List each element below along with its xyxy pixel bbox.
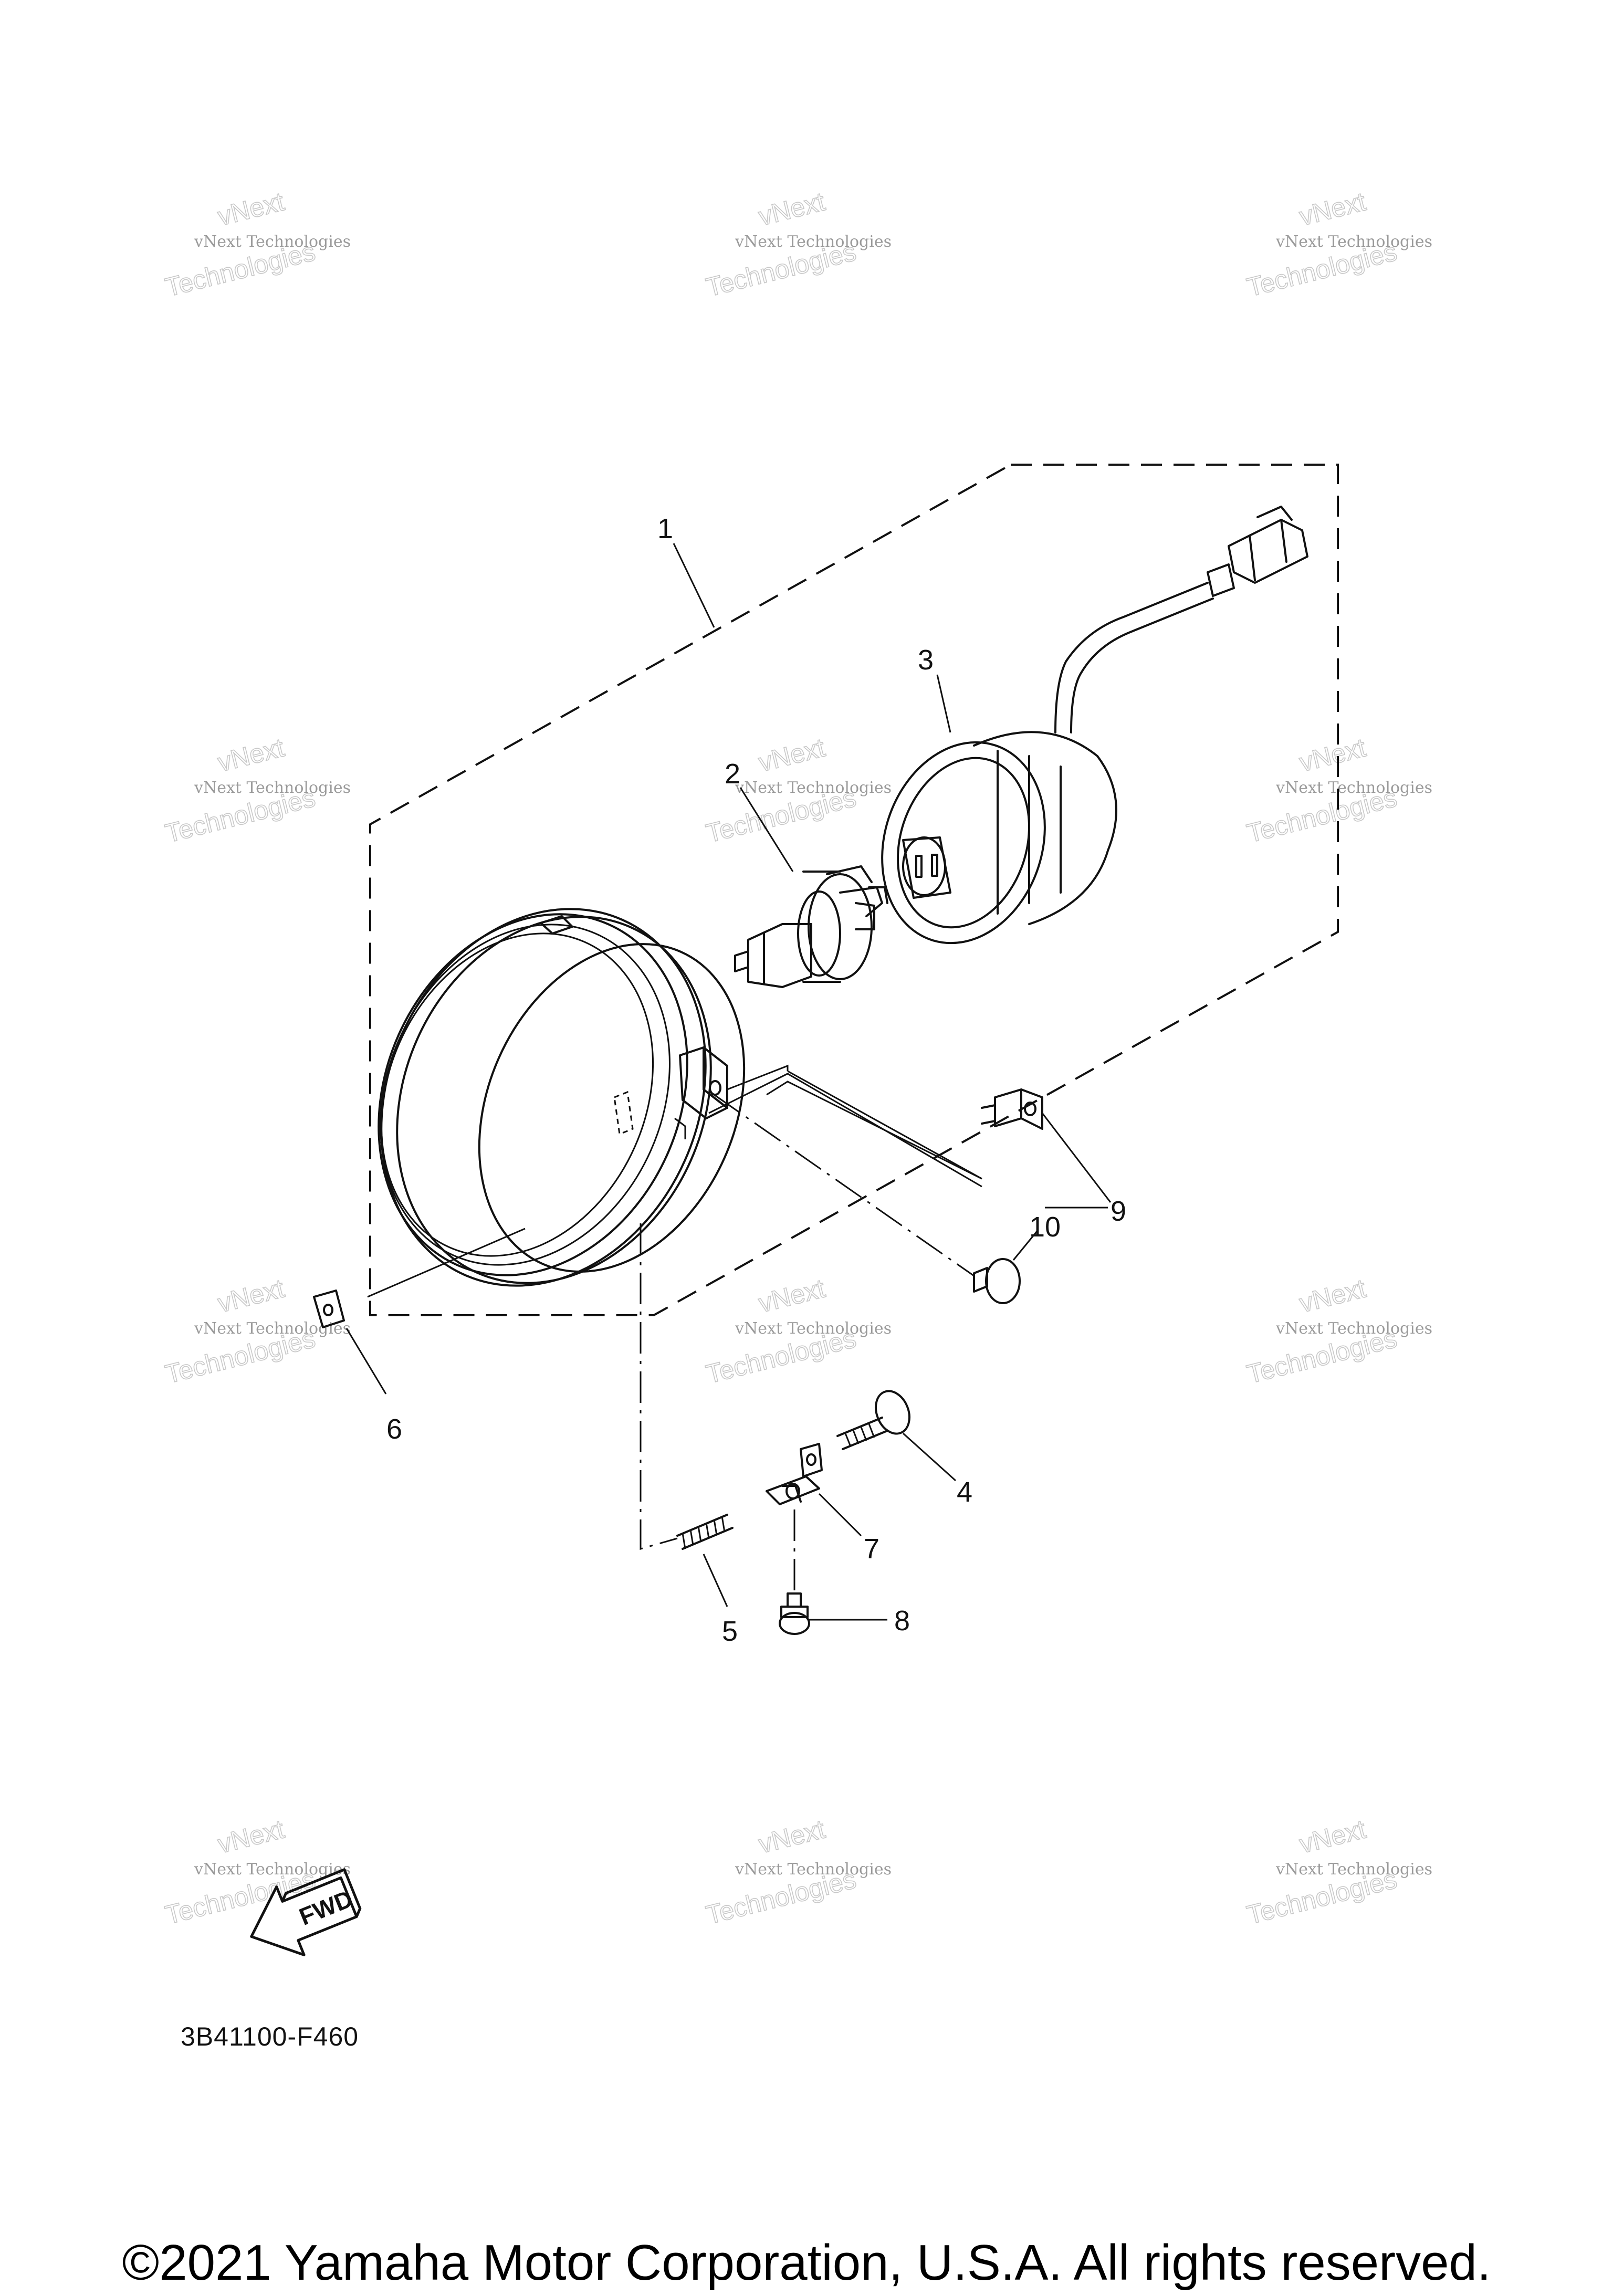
- part-label-4: 4: [957, 1476, 972, 1508]
- svg-text:vNext Technologies: vNext Technologies: [735, 779, 892, 797]
- watermark: vNext Technologies vNext Technologies: [162, 732, 351, 849]
- leader-lines: [345, 543, 1112, 1621]
- svg-text:vNext: vNext: [1296, 1814, 1369, 1859]
- svg-text:vNext: vNext: [756, 732, 828, 777]
- svg-text:vNext Technologies: vNext Technologies: [735, 1319, 892, 1338]
- svg-text:vNext: vNext: [215, 1273, 287, 1318]
- part-label-7: 7: [864, 1533, 879, 1565]
- svg-text:vNext Technologies: vNext Technologies: [1275, 1860, 1432, 1879]
- part-label-3: 3: [918, 644, 934, 676]
- bolt-8: [779, 1592, 810, 1635]
- watermark: vNext Technologies vNext Technologies: [703, 732, 892, 849]
- part-labels: 1 2 3 4 5 6 7 8 9 10: [386, 513, 1126, 1647]
- fwd-arrow-icon: FWD: [250, 1868, 362, 1956]
- svg-text:vNext Technologies: vNext Technologies: [194, 779, 351, 797]
- svg-text:vNext Technologies: vNext Technologies: [194, 1860, 351, 1879]
- watermark-grid: vNext Technologies vNext Technologies vN…: [162, 186, 1432, 1931]
- part-label-9: 9: [1111, 1196, 1126, 1227]
- watermark: vNext Technologies vNext Technologies: [1243, 186, 1432, 303]
- bracket-9: [981, 1088, 1043, 1130]
- svg-text:vNext Technologies: vNext Technologies: [1275, 779, 1432, 797]
- svg-text:vNext: vNext: [1296, 1273, 1369, 1318]
- watermark: vNext Technologies vNext Technologies: [703, 186, 892, 303]
- svg-text:vNext Technologies: vNext Technologies: [1275, 233, 1432, 251]
- svg-text:vNext: vNext: [1296, 732, 1369, 777]
- svg-text:vNext Technologies: vNext Technologies: [1275, 1319, 1432, 1338]
- screw-10: [973, 1258, 1021, 1304]
- bulb: [734, 865, 888, 988]
- part-label-1: 1: [657, 513, 673, 544]
- svg-text:vNext: vNext: [756, 186, 828, 231]
- svg-text:vNext Technologies: vNext Technologies: [194, 233, 351, 251]
- part-label-5: 5: [722, 1616, 738, 1647]
- adjuster-bracket-7: [766, 1443, 823, 1505]
- svg-text:vNext Technologies: vNext Technologies: [194, 1319, 351, 1338]
- svg-text:vNext: vNext: [1296, 186, 1369, 231]
- svg-text:vNext: vNext: [215, 732, 287, 777]
- socket-harness: [881, 506, 1308, 945]
- svg-text:vNext: vNext: [215, 1814, 287, 1859]
- svg-text:vNext: vNext: [756, 1273, 828, 1318]
- watermark: vNext Technologies vNext Technologies: [703, 1273, 892, 1390]
- part-label-6: 6: [386, 1413, 402, 1445]
- svg-text:vNext: vNext: [756, 1814, 828, 1859]
- part-label-8: 8: [894, 1605, 910, 1637]
- headlight-unit: [378, 908, 746, 1287]
- drawing-code: 3B41100-F460: [181, 2022, 359, 2051]
- watermark: vNext Technologies vNext Technologies: [162, 1273, 351, 1390]
- assembly-boundary: [369, 464, 1339, 1316]
- svg-text:vNext Technologies: vNext Technologies: [735, 233, 892, 251]
- svg-text:vNext Technologies: vNext Technologies: [735, 1860, 892, 1879]
- copyright-notice: ©2021 Yamaha Motor Corporation, U.S.A. A…: [122, 2235, 1491, 2291]
- connection-lines: [367, 1064, 982, 1593]
- spring-5: [676, 1514, 734, 1550]
- part-label-2: 2: [725, 758, 740, 790]
- adjust-screw-4: [836, 1390, 910, 1450]
- watermark: vNext Technologies vNext Technologies: [1243, 1273, 1432, 1390]
- watermark: vNext Technologies vNext Technologies: [703, 1814, 892, 1931]
- part-label-10: 10: [1029, 1211, 1061, 1243]
- watermark: vNext Technologies vNext Technologies: [162, 186, 351, 303]
- nut-6: [313, 1289, 345, 1328]
- svg-text:vNext: vNext: [215, 186, 287, 231]
- watermark: vNext Technologies vNext Technologies: [1243, 1814, 1432, 1931]
